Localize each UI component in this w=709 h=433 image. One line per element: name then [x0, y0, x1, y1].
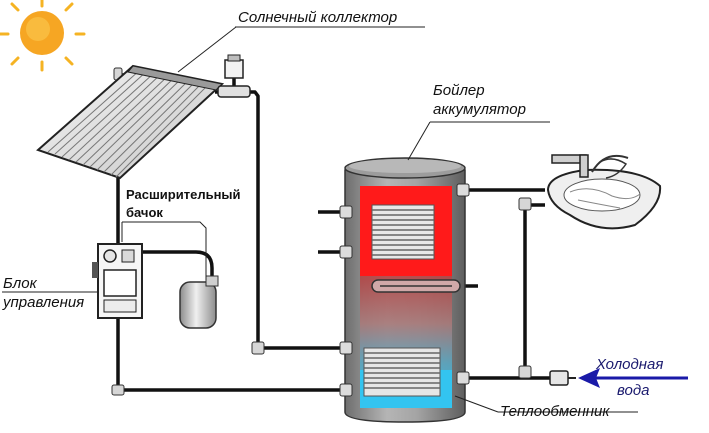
lower-coil: [363, 347, 441, 397]
sun-icon: [0, 0, 86, 72]
pipe-expansion: [140, 250, 214, 282]
label-expansion-line1: Расширительный: [126, 187, 241, 202]
expansion-tank-icon: [179, 275, 219, 329]
pipe-lower-loop: [116, 318, 345, 392]
leader-lines: [2, 26, 638, 413]
cold-water-valve-icon: [549, 370, 576, 386]
upper-coil: [371, 204, 435, 260]
label-boiler-line1: Бойлер: [433, 82, 485, 99]
faucet-sink-icon: [546, 154, 662, 230]
label-control-line1: Блок: [3, 275, 37, 292]
label-boiler-line2: аккумулятор: [433, 101, 526, 118]
label-cold-water-line2: вода: [617, 382, 650, 399]
solar-collector-icon: [36, 64, 225, 180]
label-solar-collector: Солнечный коллектор: [238, 9, 398, 26]
arrow-left-icon: [578, 368, 688, 388]
heater-element: [371, 279, 461, 293]
tank-connections: [339, 183, 470, 397]
label-cold-water-line1: Холодная: [596, 356, 664, 373]
pipe-cold-riser: [523, 203, 545, 372]
pipe-collector-feed: [215, 90, 345, 350]
pipe-fittings: [111, 67, 532, 396]
label-control-line2: управления: [3, 294, 85, 311]
label-heat-exchanger: Теплообменник: [500, 403, 610, 420]
label-expansion-line2: бачок: [126, 205, 163, 220]
control-unit-icon: [92, 243, 143, 319]
valve-icon: [217, 54, 251, 98]
